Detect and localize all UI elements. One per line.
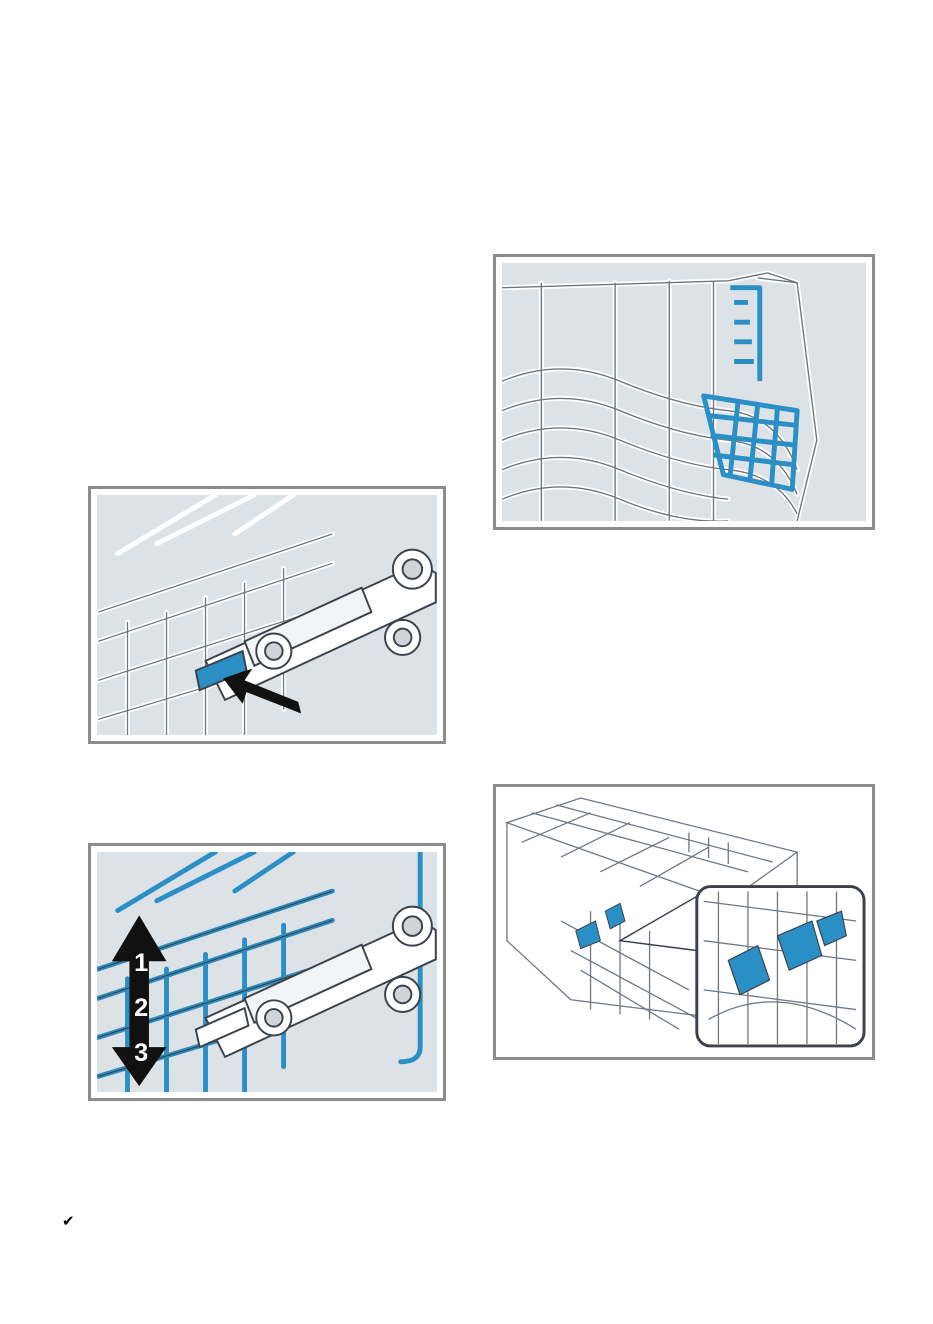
rack-folding-tines-illustration — [502, 263, 866, 521]
figure-rack-folding-tines — [493, 254, 875, 530]
level-1-label: 1 — [134, 949, 148, 977]
checkmark-icon: ✔ — [62, 1212, 75, 1230]
level-3-label: 3 — [134, 1039, 148, 1067]
basket-inset-illustration — [502, 793, 866, 1051]
rack-release-lever-illustration — [97, 495, 437, 735]
level-2-label: 2 — [134, 994, 148, 1022]
figure-rack-height-levels: 1 2 3 — [88, 843, 446, 1101]
figure-basket-inset-detail — [493, 784, 875, 1060]
inset-detail — [697, 887, 864, 1046]
rack-height-illustration: 1 2 3 — [97, 852, 437, 1092]
figure-rack-release-lever — [88, 486, 446, 744]
